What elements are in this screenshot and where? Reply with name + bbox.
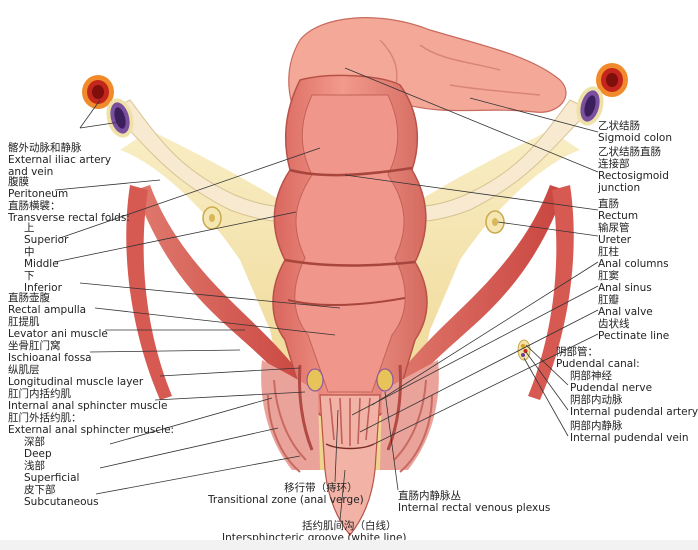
label-external-anal-sphincter: 肛门外括约肌：External anal sphincter muscle: bbox=[8, 412, 175, 436]
transverse-fold-middle bbox=[284, 258, 416, 267]
label-pudendal-canal: 阴部管：Pudendal canal: bbox=[556, 346, 640, 370]
internal-rectal-venous-plexus-left bbox=[306, 368, 324, 392]
external-iliac-vein-right bbox=[576, 86, 604, 126]
pectinate-line bbox=[325, 443, 375, 450]
ureter-right bbox=[485, 210, 505, 234]
ureter-left bbox=[202, 206, 222, 230]
rectal-lumen bbox=[294, 94, 406, 393]
leader-lines bbox=[54, 67, 599, 521]
sphincter-right bbox=[376, 360, 439, 473]
pelvic-wall-right bbox=[528, 185, 574, 400]
label-transitional-zone: 移行带（痔环）Transitional zone (anal verge) bbox=[208, 482, 364, 506]
transverse-fold-inferior bbox=[287, 297, 406, 307]
levator-ani-left bbox=[135, 185, 315, 400]
pelvic-wall-left bbox=[126, 185, 172, 400]
external-iliac-left bbox=[82, 75, 114, 109]
sphincter-left bbox=[261, 360, 324, 473]
anal-canal bbox=[319, 394, 381, 536]
transverse-fold-superior bbox=[289, 166, 413, 177]
external-iliac-right bbox=[596, 63, 628, 97]
anal-columns bbox=[329, 397, 371, 446]
pudendal-vessels-right bbox=[517, 339, 531, 361]
levator-ani-right bbox=[385, 185, 565, 400]
label-external-iliac-en: External iliac artery and vein bbox=[8, 154, 112, 178]
internal-rectal-venous-plexus-right bbox=[376, 368, 394, 392]
external-iliac-vein-left bbox=[106, 98, 134, 138]
label-transverse-rectal-folds: 直肠横襞：Transverse rectal folds: bbox=[8, 200, 130, 224]
bottom-strip bbox=[0, 540, 698, 550]
